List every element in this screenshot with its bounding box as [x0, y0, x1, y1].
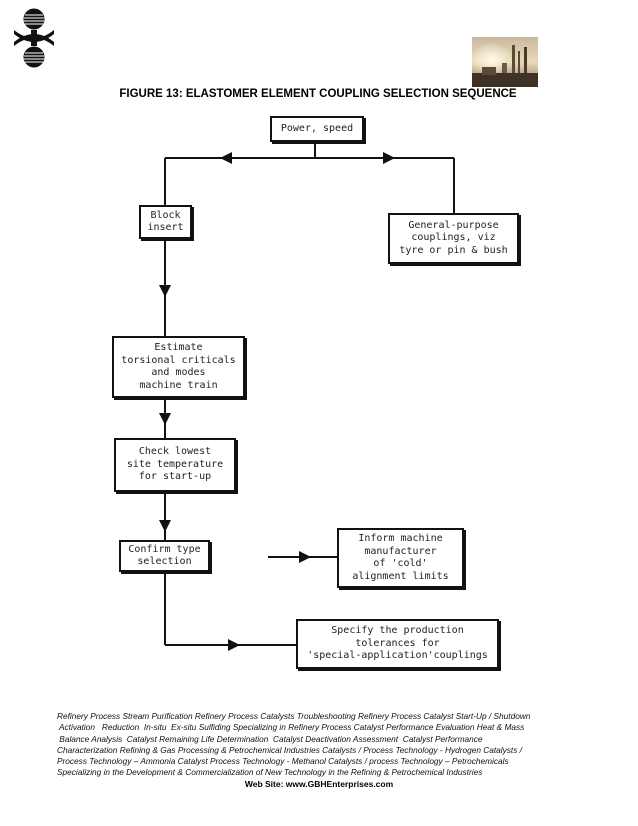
flow-box-estimate: Estimate torsional criticals and modes m…: [112, 336, 245, 398]
flow-box-check-temperature: Check lowest site temperature for start-…: [114, 438, 236, 492]
footer-line: Balance Analysis Catalyst Remaining Life…: [57, 733, 483, 744]
arrow-down: [159, 520, 171, 532]
figure-title: FIGURE 13: ELASTOMER ELEMENT COUPLING SE…: [119, 88, 517, 100]
arrow-right: [299, 551, 311, 563]
footer-line: Activation Reduction In-situ Ex-situ Sul…: [57, 722, 525, 733]
arrow-right: [228, 639, 240, 651]
refinery-photo: [472, 37, 538, 87]
arrow-down: [159, 413, 171, 425]
arrow-left: [220, 152, 232, 164]
footer-text: Refinery Process Stream Purification Ref…: [57, 711, 587, 779]
flow-box-specify-tolerances: Specify the production tolerances for 's…: [296, 619, 499, 669]
flow-box-power-speed: Power, speed: [270, 116, 364, 142]
flow-box-inform-manufacturer: Inform machine manufacturer of 'cold' al…: [337, 528, 464, 588]
flowchart-connectors: [159, 142, 455, 651]
website-link[interactable]: Web Site: www.GBHEnterprises.com: [244, 779, 394, 789]
footer-line: Characterization Refining & Gas Processi…: [57, 744, 522, 755]
flow-box-confirm-selection: Confirm type selection: [119, 540, 210, 572]
flow-box-block-insert: Block insert: [139, 205, 192, 239]
gbh-logo-icon: [14, 8, 54, 68]
footer-line: Specializing in the Development & Commer…: [57, 767, 483, 778]
footer-line: Process Technology – Ammonia Catalyst Pr…: [57, 756, 509, 767]
flow-box-general-purpose: General-purpose couplings, viz tyre or p…: [388, 213, 519, 264]
arrow-down: [159, 285, 171, 297]
footer-line: Refinery Process Stream Purification Ref…: [57, 711, 531, 721]
arrow-right: [383, 152, 395, 164]
